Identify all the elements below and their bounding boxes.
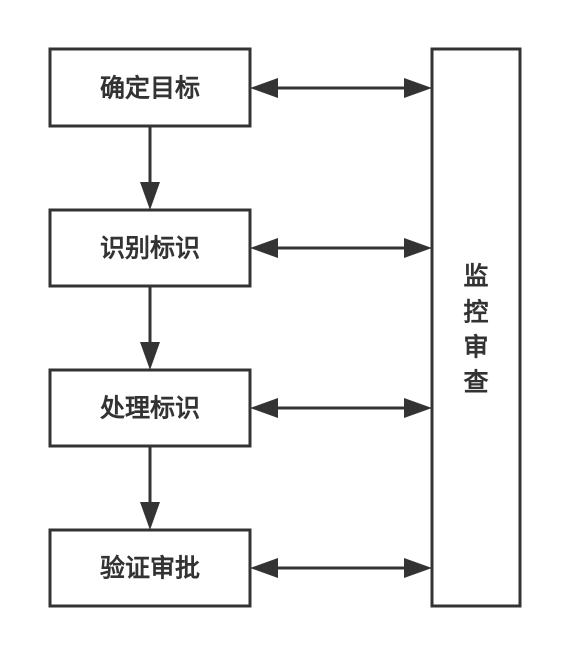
side-label-char: 审 [463,333,488,362]
node-identify-marks[interactable]: 识别标识 [48,208,252,288]
node-box [48,47,252,128]
double-arrow-2 [250,238,432,258]
node-process-marks[interactable]: 处理标识 [48,368,252,448]
side-box [430,47,522,608]
node-label: 验证审批 [100,554,200,583]
node-label: 确定目标 [100,74,200,103]
double-arrow-4 [250,558,432,578]
node-confirm-target[interactable]: 确定目标 [48,47,252,128]
side-label-char: 查 [463,368,488,397]
node-verify-approve[interactable]: 验证审批 [48,528,252,608]
double-arrow-3 [250,398,432,418]
arrow-down-2 [140,286,160,370]
node-box [48,208,252,288]
node-label: 识别标识 [100,234,200,263]
side-label-char: 控 [463,298,488,327]
side-box-monitor-review[interactable]: 监 控 审 查 [430,47,522,608]
double-arrow-1 [250,78,432,98]
side-label-char: 监 [463,262,488,291]
arrow-down-1 [140,126,160,210]
arrow-down-3 [140,446,160,530]
node-label: 处理标识 [99,394,200,423]
